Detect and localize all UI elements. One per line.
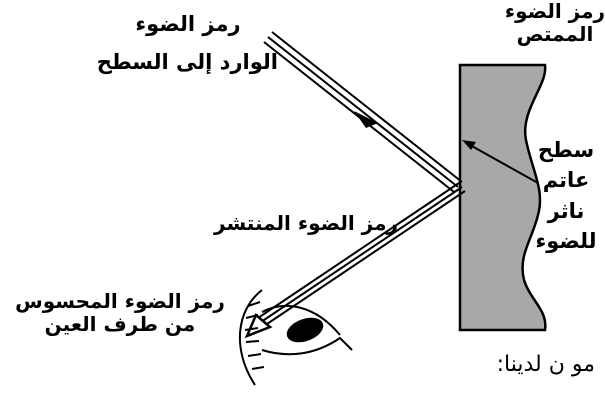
footer-text: مو ن لدينا: xyxy=(496,352,595,377)
incident-arrowhead xyxy=(354,111,378,128)
surface-pointer-arrowhead xyxy=(462,140,476,150)
surface-label-line4: للضوء xyxy=(535,229,597,254)
perceived-light-label: رمز الضوء المحسوس من طرف العين xyxy=(0,290,240,336)
absorbed-label-line2: الممتص xyxy=(516,22,594,46)
absorbed-label-line1: رمز الضوء xyxy=(504,0,605,23)
perceived-label-line2: من طرف العين xyxy=(44,312,196,336)
surface-label-line2: عاتم xyxy=(542,168,590,193)
incident-light-label: رمز الضوء الوارد إلى السطح xyxy=(96,12,278,75)
incident-ray xyxy=(263,31,463,193)
incident-label-line1: رمز الضوء xyxy=(135,12,241,36)
surface-pointer-line xyxy=(469,144,539,184)
eye-icon xyxy=(238,289,353,386)
surface-label: سطح عاتم ناثر للضوء xyxy=(528,135,604,257)
scattered-light-label: رمز الضوء المنتشر xyxy=(214,211,398,235)
surface-label-line3: ناثر xyxy=(547,198,585,223)
scattered-arrowhead xyxy=(244,312,273,339)
incident-label-line2: الوارد إلى السطح xyxy=(96,50,278,75)
perceived-label-line1: رمز الضوء المحسوس xyxy=(15,289,225,313)
absorbed-light-label: رمز الضوء الممتص xyxy=(505,0,605,46)
opaque-surface xyxy=(458,63,547,332)
scattered-ray xyxy=(257,182,466,327)
surface-label-line1: سطح xyxy=(537,138,595,162)
